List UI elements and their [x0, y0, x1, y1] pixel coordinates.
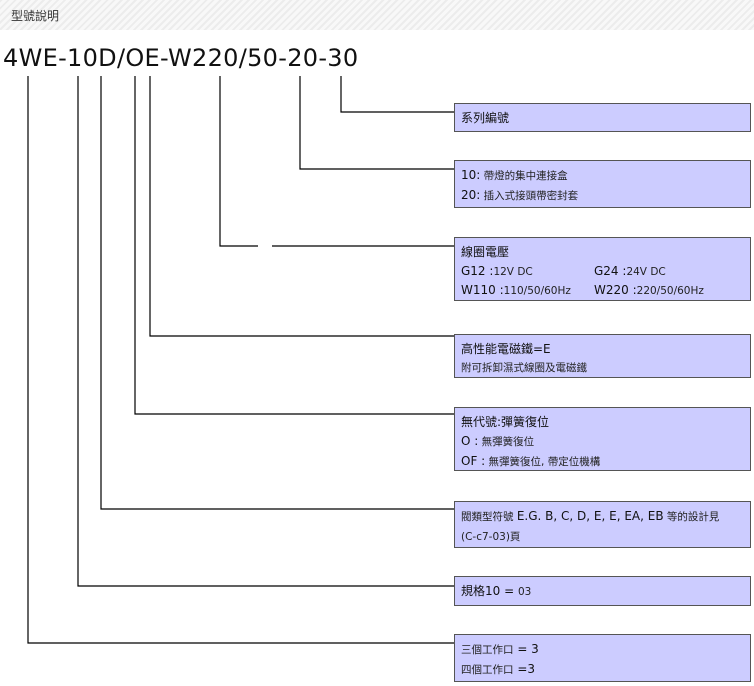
- box-size: 規格10 = 03: [454, 576, 751, 606]
- box-connector: 10: 帶燈的集中連接盒 20: 插入式接頭帶密封套: [454, 160, 751, 208]
- size-line: 規格10 = 03: [461, 582, 744, 602]
- solenoid-title: 高性能電磁鐵=E: [461, 342, 551, 356]
- leader-line-series: [340, 76, 454, 113]
- spring-o: O : 無彈簧復位: [461, 432, 744, 452]
- series-title: 系列編號: [461, 111, 510, 125]
- size-value: 03: [517, 586, 532, 598]
- spring-title: 無代號:彈簧復位: [461, 415, 550, 429]
- g24-value: 24V DC: [626, 266, 666, 278]
- voltage-w220: W220 :220/50/60Hz: [594, 281, 704, 301]
- leader-line-size: [77, 76, 454, 587]
- section-title: 型號說明: [11, 9, 60, 23]
- spool-codes: E.G. B, C, D, E, E, EA, EB: [516, 509, 664, 523]
- spool-line-2: (C-c7-03)頁: [461, 527, 744, 547]
- leader-line-ports: [27, 76, 454, 644]
- size-eq: =: [500, 584, 518, 598]
- ports-three-value: = 3: [513, 642, 539, 656]
- voltage-g24: G24 :24V DC: [594, 262, 666, 282]
- w110-code: W110 :: [461, 283, 504, 297]
- connector-text-10: 帶燈的集中連接盒: [480, 170, 568, 182]
- spool-label: 閥類型符號: [461, 511, 517, 523]
- size-label: 規格10: [461, 584, 501, 598]
- g12-code: G12 :: [461, 264, 494, 278]
- box-solenoid: 高性能電磁鐵=E 附可拆卸濕式線圈及電磁鐵: [454, 334, 751, 378]
- connector-line-1: 10: 帶燈的集中連接盒: [461, 166, 744, 186]
- spring-of-code: OF :: [461, 454, 486, 468]
- box-spring: 無代號:彈簧復位 O : 無彈簧復位 OF : 無彈簧復位, 帶定位機構: [454, 407, 751, 471]
- ports-line-2: 四個工作口 =3: [461, 660, 744, 680]
- voltage-title: 線圈電壓: [461, 245, 510, 259]
- spool-line-1: 閥類型符號 E.G. B, C, D, E, E, EA, EB 等的設計見: [461, 507, 744, 527]
- box-voltage: 線圈電壓 G12 :12V DC G24 :24V DC W110 :110/5…: [454, 237, 751, 301]
- spool-page-word: 頁: [509, 531, 521, 543]
- ports-four-label: 四個工作口: [461, 664, 514, 676]
- spring-of: OF : 無彈簧復位, 帶定位機構: [461, 452, 744, 472]
- connector-code-20: 20:: [461, 188, 481, 202]
- section-header: 型號說明: [0, 0, 754, 30]
- voltage-row-dc: G12 :12V DC G24 :24V DC: [461, 262, 744, 281]
- leader-line-connector: [299, 76, 454, 170]
- box-spool: 閥類型符號 E.G. B, C, D, E, E, EA, EB 等的設計見 (…: [454, 501, 751, 548]
- ports-line-1: 三個工作口 = 3: [461, 640, 744, 660]
- connector-text-20: 插入式接頭帶密封套: [480, 190, 579, 202]
- leader-line-spool: [100, 76, 454, 510]
- g24-code: G24 :: [594, 264, 627, 278]
- ports-four-value: =3: [513, 662, 536, 676]
- w220-code: W220 :: [594, 283, 637, 297]
- spool-see: 等的設計見: [663, 511, 720, 523]
- voltage-row-ac: W110 :110/50/60Hz W220 :220/50/60Hz: [461, 281, 744, 300]
- connector-line-2: 20: 插入式接頭帶密封套: [461, 186, 744, 206]
- w110-value: 110/50/60Hz: [503, 285, 571, 297]
- spring-o-text: 無彈簧復位: [478, 436, 535, 448]
- voltage-w110: W110 :110/50/60Hz: [461, 283, 571, 297]
- w220-value: 220/50/60Hz: [636, 285, 704, 297]
- leader-line-voltage: [219, 76, 454, 247]
- box-series: 系列編號: [454, 103, 751, 132]
- spring-of-text: 無彈簧復位, 帶定位機構: [485, 456, 601, 468]
- leader-line-solenoid: [149, 76, 454, 337]
- solenoid-sub: 附可拆卸濕式線圈及電磁鐵: [461, 362, 587, 374]
- spool-page-ref: (C-c7-03): [461, 531, 510, 543]
- connector-code-10: 10:: [461, 168, 481, 182]
- box-ports: 三個工作口 = 3 四個工作口 =3: [454, 634, 751, 682]
- g12-value: 12V DC: [493, 266, 533, 278]
- model-code: 4WE-10D/OE-W220/50-20-30: [3, 44, 359, 72]
- leader-line-spring: [134, 76, 454, 415]
- spring-o-code: O :: [461, 434, 479, 448]
- ports-three-label: 三個工作口: [461, 644, 514, 656]
- voltage-g12: G12 :12V DC: [461, 264, 533, 278]
